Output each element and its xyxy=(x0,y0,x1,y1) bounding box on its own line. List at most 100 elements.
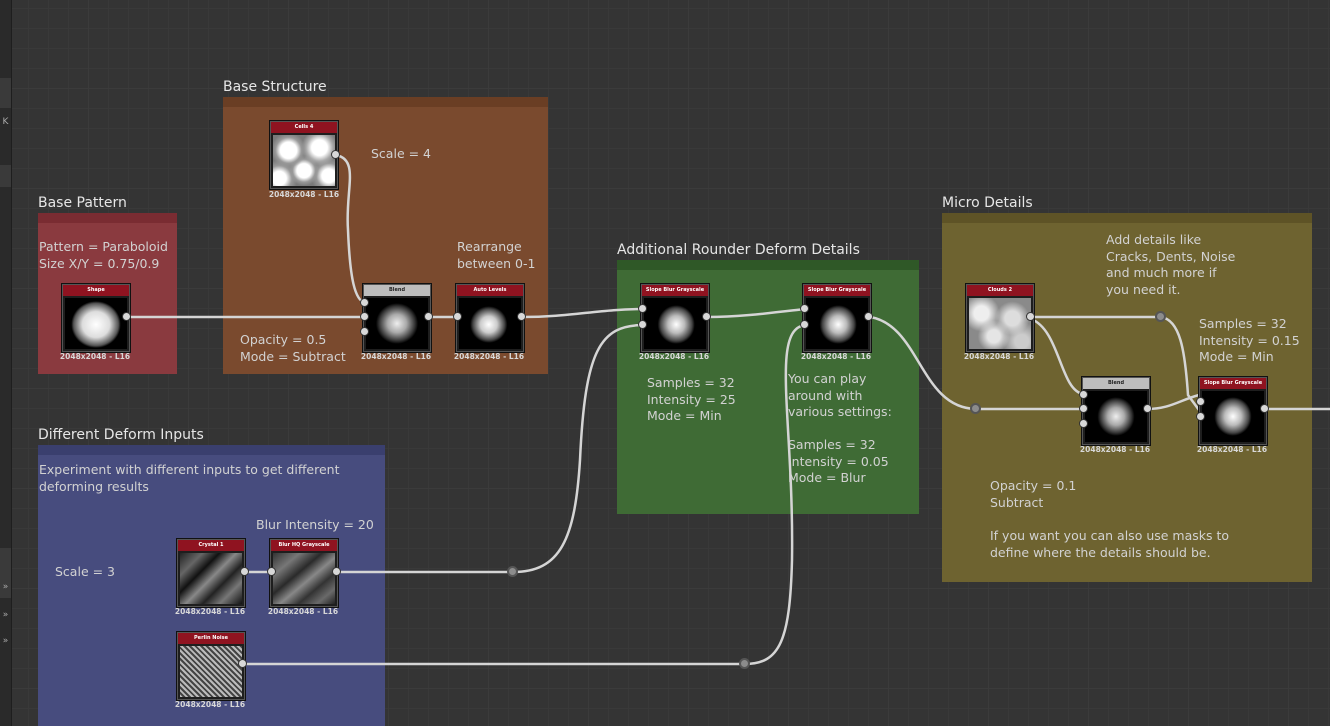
node-thumbnail xyxy=(1202,391,1264,442)
frame-header[interactable] xyxy=(223,97,548,107)
node-slope-blur[interactable]: Slope Blur Grayscale xyxy=(803,284,871,352)
output-port[interactable] xyxy=(864,312,873,321)
node-perlin-noise[interactable]: Perlin Noise xyxy=(177,632,245,700)
side-panel-edge: K » » » xyxy=(0,0,12,726)
output-port[interactable] xyxy=(240,567,249,576)
node-cells[interactable]: Cells 4 xyxy=(270,121,338,189)
expand-arrow-icon[interactable]: » xyxy=(2,582,9,592)
output-port[interactable] xyxy=(122,312,131,321)
node-title: Slope Blur Grayscale xyxy=(804,285,870,296)
node-resolution: 2048x2048 - L16 xyxy=(59,352,131,361)
node-thumbnail xyxy=(366,298,428,349)
node-resolution: 2048x2048 - L16 xyxy=(174,607,246,616)
reroute-dot[interactable] xyxy=(970,403,981,414)
node-title: Slope Blur Grayscale xyxy=(642,285,708,296)
comment-blur-intensity: Blur Intensity = 20 xyxy=(256,517,374,532)
node-resolution: 2048x2048 - L16 xyxy=(453,352,525,361)
node-title: Perlin Noise xyxy=(178,633,244,644)
comment-play-around: You can play around with various setting… xyxy=(788,371,892,419)
node-title: Blur HQ Grayscale xyxy=(271,540,337,551)
output-port[interactable] xyxy=(424,312,433,321)
node-resolution: 2048x2048 - L16 xyxy=(267,607,339,616)
output-port[interactable] xyxy=(331,150,340,159)
comment-opacity: Opacity = 0.5 Mode = Subtract xyxy=(240,332,346,364)
node-blend[interactable]: Blend xyxy=(363,284,431,352)
node-thumbnail xyxy=(969,298,1031,349)
input-port[interactable] xyxy=(453,312,462,321)
output-port[interactable] xyxy=(517,312,526,321)
comment-experiment: Experiment with different inputs to get … xyxy=(39,462,340,494)
node-slope-blur[interactable]: Slope Blur Grayscale xyxy=(641,284,709,352)
node-resolution: 2048x2048 - L16 xyxy=(174,700,246,709)
input-port[interactable] xyxy=(638,304,647,313)
node-shape[interactable]: Shape xyxy=(62,284,130,352)
node-slope-blur[interactable]: Slope Blur Grayscale xyxy=(1199,377,1267,445)
panel-collapse-icon[interactable]: K xyxy=(2,117,9,127)
node-title: Cells 4 xyxy=(271,122,337,133)
frame-title: Base Structure xyxy=(223,79,327,95)
frame-title: Different Deform Inputs xyxy=(38,427,204,443)
node-title: Shape xyxy=(63,285,129,296)
input-port[interactable] xyxy=(800,304,809,313)
node-title: Clouds 2 xyxy=(967,285,1033,296)
input-port[interactable] xyxy=(1196,397,1205,406)
input-port[interactable] xyxy=(800,320,809,329)
node-title: Blend xyxy=(364,285,430,296)
frame-title: Base Pattern xyxy=(38,195,127,211)
node-thumbnail xyxy=(273,135,335,186)
output-port[interactable] xyxy=(702,312,711,321)
expand-arrow-icon[interactable]: » xyxy=(2,636,9,646)
output-port[interactable] xyxy=(1026,312,1035,321)
frame-header[interactable] xyxy=(38,445,385,455)
frame-title: Micro Details xyxy=(942,195,1033,211)
node-resolution: 2048x2048 - L16 xyxy=(268,190,340,199)
output-port[interactable] xyxy=(1143,404,1152,413)
node-blur-hq[interactable]: Blur HQ Grayscale xyxy=(270,539,338,607)
comment-scale: Scale = 3 xyxy=(55,564,116,579)
input-port[interactable] xyxy=(1196,412,1205,421)
input-port[interactable] xyxy=(638,320,647,329)
expand-arrow-icon[interactable]: » xyxy=(2,610,9,620)
input-port[interactable] xyxy=(360,312,369,321)
comment-samples: Samples = 32 Intensity = 25 Mode = Min xyxy=(647,375,736,423)
node-resolution: 2048x2048 - L16 xyxy=(800,352,872,361)
comment-samples-micro: Samples = 32 Intensity = 0.15 Mode = Min xyxy=(1199,316,1300,364)
node-thumbnail xyxy=(644,298,706,349)
side-panel-segment xyxy=(0,548,11,598)
input-port[interactable] xyxy=(1079,390,1088,399)
frame-header[interactable] xyxy=(38,213,177,223)
node-title: Slope Blur Grayscale xyxy=(1200,378,1266,389)
reroute-dot[interactable] xyxy=(1155,311,1166,322)
comment-masks: If you want you can also use masks to de… xyxy=(990,528,1230,560)
frame-title: Additional Rounder Deform Details xyxy=(617,242,860,258)
node-auto-levels[interactable]: Auto Levels xyxy=(456,284,524,352)
output-port[interactable] xyxy=(1260,404,1269,413)
comment-scale: Scale = 4 xyxy=(371,146,432,161)
node-thumbnail xyxy=(1085,391,1147,442)
node-resolution: 2048x2048 - L16 xyxy=(1079,445,1151,454)
node-thumbnail xyxy=(65,298,127,349)
frame-header[interactable] xyxy=(617,260,919,270)
node-title: Crystal 1 xyxy=(178,540,244,551)
node-title: Blend xyxy=(1083,378,1149,389)
node-resolution: 2048x2048 - L16 xyxy=(360,352,432,361)
reroute-dot[interactable] xyxy=(739,658,750,669)
side-panel-segment xyxy=(0,78,11,108)
input-port[interactable] xyxy=(360,327,369,336)
comment-rearrange: Rearrange between 0-1 xyxy=(457,239,536,271)
node-crystal[interactable]: Crystal 1 xyxy=(177,539,245,607)
input-port[interactable] xyxy=(360,298,369,307)
input-port[interactable] xyxy=(1079,404,1088,413)
node-blend[interactable]: Blend xyxy=(1082,377,1150,445)
input-port[interactable] xyxy=(267,567,276,576)
frame-header[interactable] xyxy=(942,213,1312,223)
output-port[interactable] xyxy=(238,659,247,668)
side-panel-segment xyxy=(0,165,11,187)
node-clouds[interactable]: Clouds 2 xyxy=(966,284,1034,352)
reroute-dot[interactable] xyxy=(507,566,518,577)
input-port[interactable] xyxy=(1079,419,1088,428)
node-resolution: 2048x2048 - L16 xyxy=(638,352,710,361)
node-thumbnail xyxy=(459,298,521,349)
output-port[interactable] xyxy=(332,567,341,576)
node-resolution: 2048x2048 - L16 xyxy=(1196,445,1268,454)
